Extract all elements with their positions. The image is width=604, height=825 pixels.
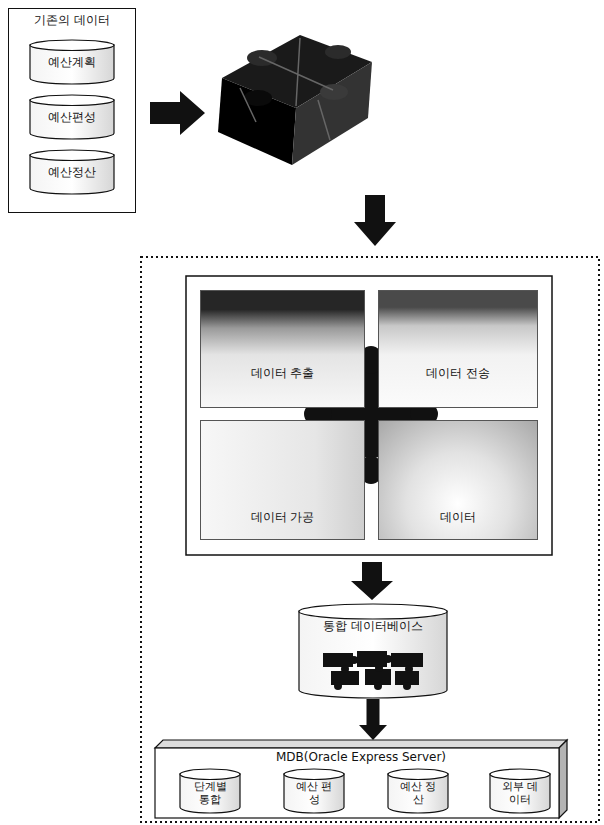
node-label: 예산 정산 bbox=[397, 781, 439, 806]
data-cylinder: 외부 데이터 bbox=[489, 768, 551, 814]
flow-arrow bbox=[367, 699, 380, 725]
cylinder-top bbox=[30, 150, 114, 161]
data-cylinder: 예산계획 bbox=[29, 39, 115, 85]
puzzle-knob bbox=[244, 90, 272, 106]
cylinder-top bbox=[30, 95, 114, 106]
data-cylinder: 예산정산 bbox=[29, 149, 115, 195]
puzzle-knob bbox=[325, 45, 351, 59]
node-label: 데이터 전송 bbox=[426, 367, 490, 381]
node-label: 예산편성 bbox=[48, 111, 96, 125]
puzzle-piece-icon bbox=[323, 653, 353, 667]
picture-frame bbox=[186, 276, 552, 555]
box-side-face bbox=[559, 740, 567, 818]
node-label: 외부 데이터 bbox=[499, 781, 541, 806]
data-cylinder: 단계별 통합 bbox=[179, 768, 241, 814]
puzzle-face bbox=[218, 78, 296, 165]
puzzle-piece: 데이터 추출 bbox=[200, 290, 365, 408]
data-cylinder: 예산 정산 bbox=[387, 768, 449, 814]
puzzle-knob bbox=[375, 664, 383, 672]
puzzle-knob bbox=[374, 682, 382, 690]
cylinder-top bbox=[299, 604, 447, 619]
node-label: 예산정산 bbox=[48, 166, 96, 180]
server-box: MDB(Oracle Express Server) 단계별 통합 예산 편성 예산 … bbox=[155, 740, 567, 818]
box-front-face bbox=[155, 748, 559, 818]
box-heading: MDB(Oracle Express Server) bbox=[276, 751, 446, 765]
node-label: 데이터 가공 bbox=[251, 511, 315, 525]
box-top-face bbox=[155, 740, 567, 748]
cylinder-top bbox=[180, 769, 240, 780]
data-cylinder: 예산편성 bbox=[29, 94, 115, 140]
puzzle-knob bbox=[405, 665, 413, 673]
node-label: 데이터 bbox=[440, 511, 476, 525]
puzzle-piece: 데이터 가공 bbox=[200, 420, 365, 540]
puzzle-piece-icon bbox=[331, 671, 359, 685]
box-heading: 기존의 데이터 bbox=[34, 14, 110, 28]
block-arrow bbox=[351, 562, 393, 600]
puzzle-knob bbox=[334, 682, 342, 690]
puzzle-piece-icon bbox=[357, 651, 387, 667]
puzzle-piece-icon bbox=[391, 653, 423, 667]
data-cylinder: 예산 편성 bbox=[283, 768, 345, 814]
database-cylinder: 통합 데이터베이스 bbox=[298, 603, 448, 699]
puzzle-piece: 데이터 bbox=[378, 420, 538, 540]
node-label: 예산계획 bbox=[48, 56, 96, 70]
cylinder-body bbox=[299, 611, 447, 698]
dotted-region bbox=[141, 257, 599, 822]
node-label: 단계별 통합 bbox=[189, 781, 231, 806]
puzzle-illustration bbox=[323, 651, 423, 690]
puzzle-knob bbox=[384, 655, 392, 663]
puzzle-knob bbox=[350, 656, 358, 664]
puzzle-illustration bbox=[218, 35, 372, 165]
puzzle-knob bbox=[341, 665, 349, 673]
block-arrow bbox=[150, 91, 205, 135]
cylinder-outline bbox=[298, 603, 448, 699]
group-box: 기존의 데이터예산계획예산편성예산정산 bbox=[8, 8, 136, 213]
node-label: 예산 편성 bbox=[293, 781, 335, 806]
cylinder-top bbox=[490, 769, 550, 780]
cylinder-top bbox=[388, 769, 448, 780]
node-label: 데이터 추출 bbox=[251, 367, 315, 381]
block-arrow bbox=[354, 195, 396, 246]
cylinder-top bbox=[30, 40, 114, 51]
node-label: 통합 데이터베이스 bbox=[323, 620, 423, 634]
puzzle-knob bbox=[403, 682, 411, 690]
puzzle-seam bbox=[240, 38, 333, 140]
puzzle-piece: 데이터 전송 bbox=[378, 290, 538, 408]
cylinder-top bbox=[284, 769, 344, 780]
